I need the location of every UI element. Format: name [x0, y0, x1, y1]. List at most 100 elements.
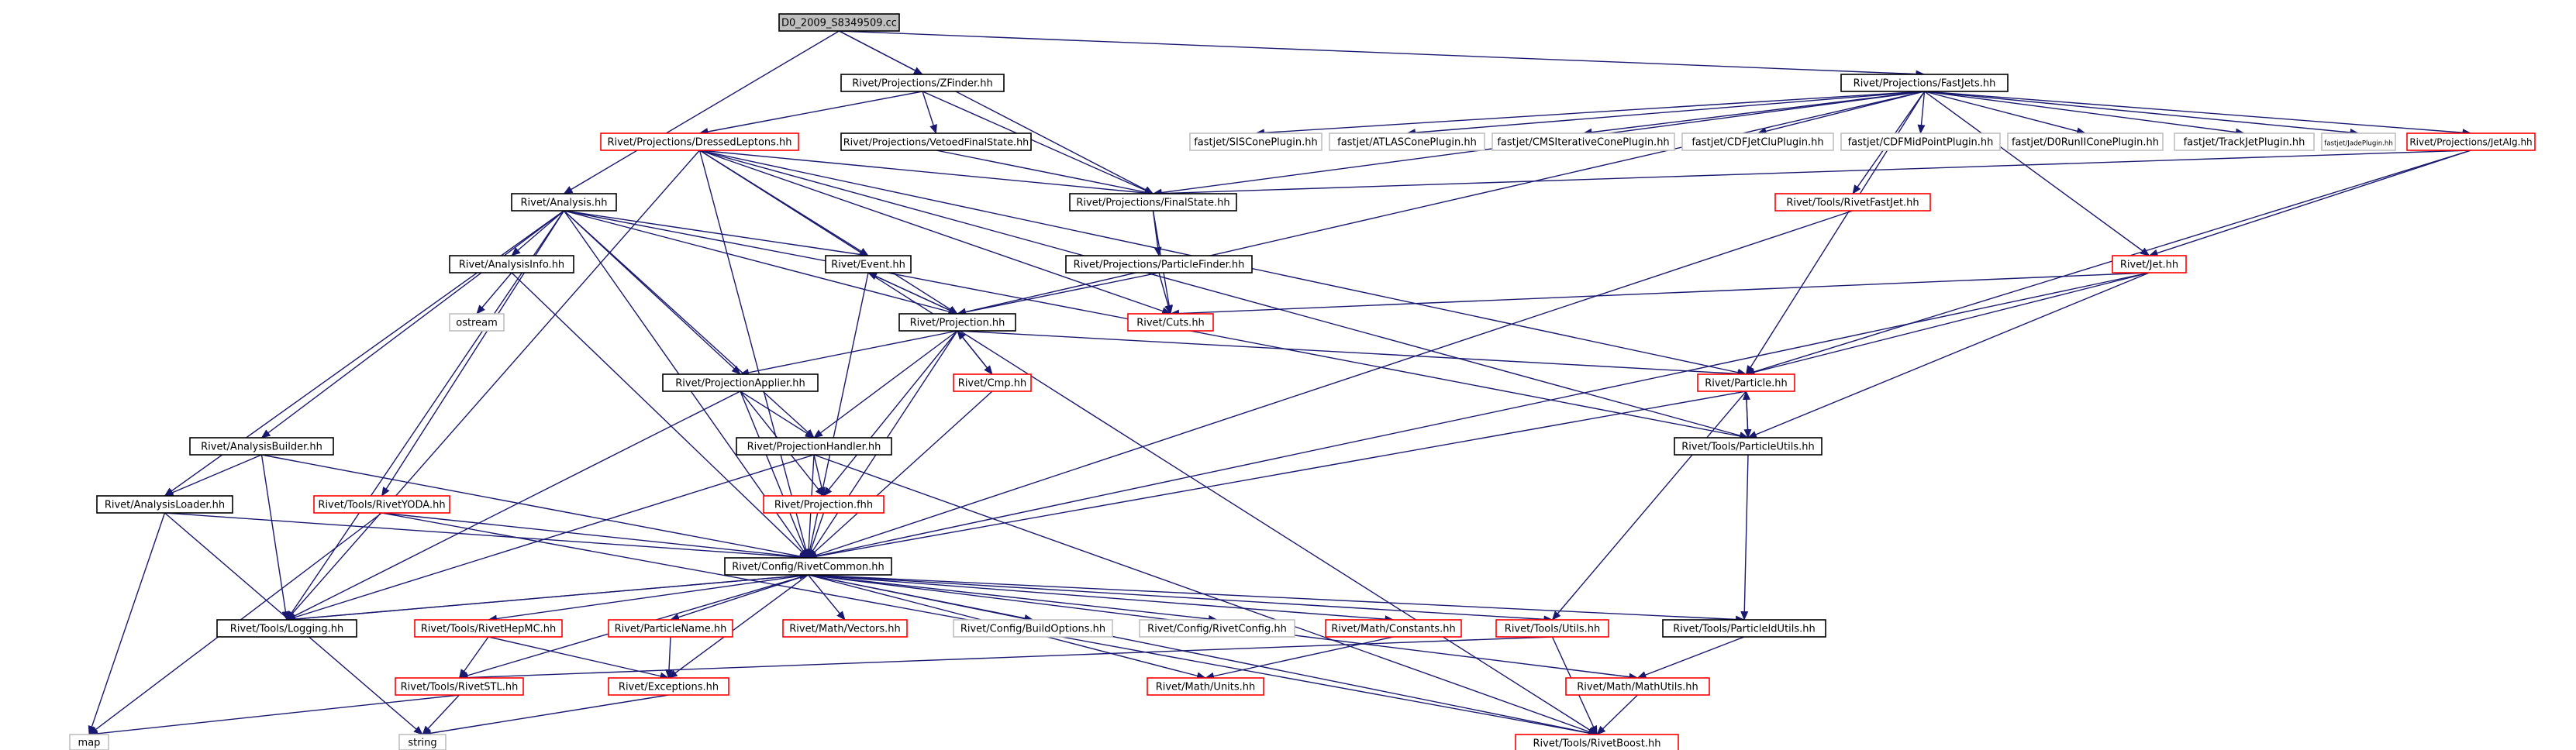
node-analysisloader[interactable]: Rivet/AnalysisLoader.hh	[96, 495, 233, 514]
node-string[interactable]: string	[398, 734, 447, 750]
include-edge-root-to-finalstate	[839, 30, 1154, 194]
node-vectors[interactable]: Rivet/Math/Vectors.hh	[782, 619, 908, 638]
include-edge-vetoed-to-finalstate	[936, 150, 1154, 196]
node-box	[189, 437, 334, 456]
node-event[interactable]: Rivet/Event.hh	[825, 255, 912, 274]
node-jetalg[interactable]: Rivet/Projections/JetAlg.hh	[2406, 132, 2536, 151]
node-box	[69, 734, 109, 750]
include-edge-projection-to-event	[867, 272, 958, 315]
node-trackjet[interactable]: fastjet/TrackJetPlugin.hh	[2174, 132, 2315, 151]
node-particleutils[interactable]: Rivet/Tools/ParticleUtils.hh	[1674, 437, 1823, 456]
node-label: Rivet/Cmp.hh	[958, 378, 1026, 390]
node-atlascone[interactable]: fastjet/ATLASConePlugin.hh	[1329, 132, 1485, 151]
node-dressed[interactable]: Rivet/Projections/DressedLeptons.hh	[600, 132, 799, 151]
node-analysis[interactable]: Rivet/Analysis.hh	[511, 193, 617, 212]
node-label: Rivet/Math/Constants.hh	[1331, 624, 1456, 635]
node-box	[313, 495, 450, 514]
node-box	[608, 619, 733, 638]
node-analysisinfo[interactable]: Rivet/AnalysisInfo.hh	[449, 255, 574, 274]
node-root[interactable]: D0_2009_S8349509.cc	[778, 13, 900, 32]
node-zfinder[interactable]: Rivet/Projections/ZFinder.hh	[840, 74, 1005, 92]
include-edge-rivetstl-to-map	[88, 694, 460, 738]
node-rivethepmc[interactable]: Rivet/Tools/RivetHepMC.hh	[414, 619, 563, 638]
include-edge-jet-to-cuts	[1170, 272, 2150, 318]
include-edge-projapplier-to-rivetcommon	[740, 390, 809, 559]
include-edge-root-to-fastjets	[839, 30, 1926, 78]
include-edge-particleutils-to-particle	[1742, 390, 1750, 439]
node-box	[898, 313, 1016, 332]
include-edge-rivetcommon-to-exceptions	[667, 574, 809, 679]
node-label: Rivet/Tools/RivetFastJet.hh	[1786, 198, 1919, 209]
include-edge-event-to-rivetcommon	[805, 272, 869, 559]
node-particlename[interactable]: Rivet/ParticleName.hh	[608, 619, 733, 638]
include-edge-logging-to-rivetcommon	[286, 571, 809, 621]
node-projfhh[interactable]: Rivet/Projection.fhh	[763, 495, 885, 514]
node-exceptions[interactable]: Rivet/Exceptions.hh	[608, 677, 729, 696]
node-rivetstl[interactable]: Rivet/Tools/RivetSTL.hh	[395, 677, 524, 696]
node-box	[449, 313, 505, 332]
include-edge-zfinder-to-finalstate	[922, 91, 1154, 194]
include-edge-particleutils-to-particleidutils	[1740, 454, 1749, 621]
node-label: D0_2009_S8349509.cc	[781, 18, 897, 29]
node-jet[interactable]: Rivet/Jet.hh	[2112, 255, 2187, 274]
node-box	[449, 255, 574, 274]
node-logging[interactable]: Rivet/Tools/Logging.hh	[216, 619, 357, 638]
node-particlefinder[interactable]: Rivet/Projections/ParticleFinder.hh	[1065, 255, 1253, 274]
node-cmp[interactable]: Rivet/Cmp.hh	[953, 373, 1032, 392]
node-label: fastjet/D0RunIIConePlugin.hh	[2012, 137, 2159, 149]
node-finalstate[interactable]: Rivet/Projections/FinalState.hh	[1069, 193, 1237, 212]
node-label: Rivet/Tools/ParticleUtils.hh	[1681, 442, 1814, 453]
node-label: fastjet/SISConePlugin.hh	[1194, 137, 1318, 149]
node-rivetcommon[interactable]: Rivet/Config/RivetCommon.hh	[724, 557, 892, 576]
node-d0run[interactable]: fastjet/D0RunIIConePlugin.hh	[2007, 132, 2164, 151]
include-edge-rivethepmc-to-rivetstl	[458, 636, 489, 679]
node-box	[1065, 255, 1253, 274]
node-cdfjetclu[interactable]: fastjet/CDFJetCluPlugin.hh	[1681, 132, 1834, 151]
include-edge-rivetcommon-to-constants	[808, 574, 1395, 624]
node-rivetboost[interactable]: Rivet/Tools/RivetBoost.hh	[1515, 734, 1679, 750]
node-particle[interactable]: Rivet/Particle.hh	[1697, 373, 1795, 392]
node-label: Rivet/ProjectionHandler.hh	[747, 442, 881, 453]
include-edge-particlename-to-exceptions	[665, 636, 674, 679]
node-rivetfastjet[interactable]: Rivet/Tools/RivetFastJet.hh	[1774, 193, 1931, 212]
node-mathutils[interactable]: Rivet/Math/MathUtils.hh	[1565, 677, 1710, 696]
node-projection[interactable]: Rivet/Projection.hh	[898, 313, 1016, 332]
node-box	[953, 373, 1032, 392]
include-edge-fastjets-to-jetalg	[1924, 91, 2472, 137]
include-edge-fastjets-to-cdfjetclu	[1757, 91, 1925, 136]
node-projapplier[interactable]: Rivet/ProjectionApplier.hh	[662, 373, 819, 392]
node-cuts[interactable]: Rivet/Cuts.hh	[1127, 313, 1214, 332]
node-map[interactable]: map	[69, 734, 109, 750]
node-cdfmid[interactable]: fastjet/CDFMidPointPlugin.hh	[1840, 132, 2001, 151]
node-label: Rivet/Tools/RivetHepMC.hh	[421, 624, 557, 635]
node-label: Rivet/Projections/ParticleFinder.hh	[1074, 260, 1245, 271]
include-edge-dressed-to-particleutils	[699, 150, 1749, 439]
include-edge-exceptions-to-string	[422, 694, 669, 738]
node-label: map	[78, 738, 101, 749]
node-rivetconfig[interactable]: Rivet/Config/RivetConfig.hh	[1139, 619, 1295, 638]
node-vetoed[interactable]: Rivet/Projections/VetoedFinalState.hh	[840, 132, 1032, 151]
include-edge-particlefinder-to-cuts	[1158, 272, 1172, 315]
node-particleidutils[interactable]: Rivet/Tools/ParticleIdUtils.hh	[1662, 619, 1826, 638]
node-label: Rivet/Math/Vectors.hh	[789, 624, 901, 635]
node-fastjets[interactable]: Rivet/Projections/FastJets.hh	[1840, 74, 2009, 92]
node-box	[1840, 132, 2001, 151]
node-ostream[interactable]: ostream	[449, 313, 505, 332]
node-cmsiter[interactable]: fastjet/CMSIterativeConePlugin.hh	[1491, 132, 1675, 151]
include-edge-root-to-analysis	[563, 30, 840, 194]
node-units[interactable]: Rivet/Math/Units.hh	[1147, 677, 1264, 696]
node-jade[interactable]: fastjet/JadePlugin.hh	[2321, 132, 2396, 151]
node-box	[1147, 677, 1264, 696]
node-constants[interactable]: Rivet/Math/Constants.hh	[1325, 619, 1462, 638]
node-label: fastjet/CMSIterativeConePlugin.hh	[1497, 137, 1669, 149]
node-buildoptions[interactable]: Rivet/Config/BuildOptions.hh	[953, 619, 1113, 638]
node-label: Rivet/Projections/FinalState.hh	[1076, 198, 1229, 209]
node-projhandler[interactable]: Rivet/ProjectionHandler.hh	[736, 437, 892, 456]
include-edge-fastjets-to-trackjet	[1924, 91, 2245, 136]
node-utils[interactable]: Rivet/Tools/Utils.hh	[1495, 619, 1609, 638]
node-siscone[interactable]: fastjet/SISConePlugin.hh	[1189, 132, 1322, 151]
node-box	[1189, 132, 1322, 151]
node-analysisbuilder[interactable]: Rivet/AnalysisBuilder.hh	[189, 437, 334, 456]
include-edge-particle-to-utils	[1551, 390, 1747, 621]
node-rivetyoda[interactable]: Rivet/Tools/RivetYODA.hh	[313, 495, 450, 514]
